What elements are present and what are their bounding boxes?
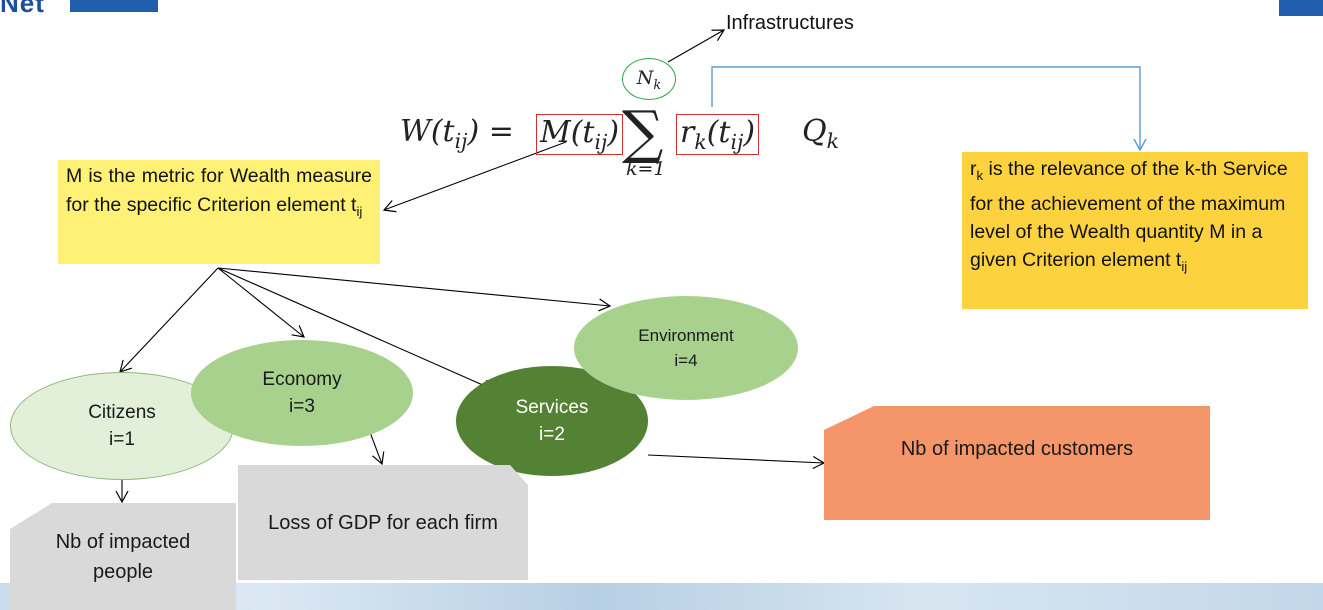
arrow-m-to-note — [382, 141, 567, 213]
criterion-name: Economy — [262, 369, 342, 390]
logo: Net — [0, 0, 158, 18]
metric-label: Loss of GDP for each firm — [268, 511, 498, 534]
formula-sum-symbol: ∑ — [622, 98, 664, 166]
criterion-index: i=4 — [674, 351, 698, 370]
criterion-name: Environment — [638, 326, 734, 345]
relevance-note: rk is the relevance of the k-th Service … — [962, 152, 1308, 309]
wealth-formula: W(tij) = M(tij) ∑ k=1 rk(tij) Qk — [400, 98, 860, 190]
arrow-to-environment — [217, 267, 612, 312]
criterion-services: Services i=2 — [456, 366, 648, 476]
formula-sum-index: k=1 — [626, 158, 666, 180]
criterion-index: i=2 — [539, 424, 565, 445]
criterion-economy: Economy i=3 — [191, 340, 413, 446]
formula-m-term: M(tij) — [536, 114, 624, 155]
metric-note: M is the metric for Wealth measure for t… — [58, 160, 380, 264]
metric-label: Nb of impacted customers — [900, 438, 1134, 460]
metric-label: Nb of impacted people — [55, 530, 191, 583]
criterion-environment: Environment i=4 — [574, 296, 798, 400]
arrow-services-to-customers — [647, 454, 826, 470]
nk-circle: Nk — [622, 58, 676, 100]
criterion-index: i=3 — [289, 396, 315, 417]
arrow-to-economy — [217, 267, 305, 338]
formula-lhs: W(tij) = — [400, 114, 514, 153]
logo-text: Net — [0, 0, 45, 18]
formula-q-term: Qk — [802, 114, 839, 153]
criterion-name: Services — [515, 397, 589, 418]
arrow-nk-to-infrastructures — [667, 29, 726, 63]
metric-impacted-customers: Nb of impacted customers — [824, 406, 1210, 520]
corner-logo-block — [1279, 0, 1323, 16]
logo-block — [70, 0, 158, 12]
infrastructures-label: Infrastructures — [726, 12, 854, 34]
metric-impacted-people: Nb of impacted people — [10, 503, 236, 610]
criterion-index: i=1 — [109, 429, 135, 450]
criterion-name: Citizens — [88, 402, 156, 423]
formula-r-term: rk(tij) — [676, 114, 760, 155]
arrow-to-citizens — [119, 267, 219, 373]
metric-gdp-loss: Loss of GDP for each firm — [238, 465, 528, 580]
connector-rk-to-note — [711, 66, 1147, 152]
arrow-to-services — [217, 267, 496, 392]
